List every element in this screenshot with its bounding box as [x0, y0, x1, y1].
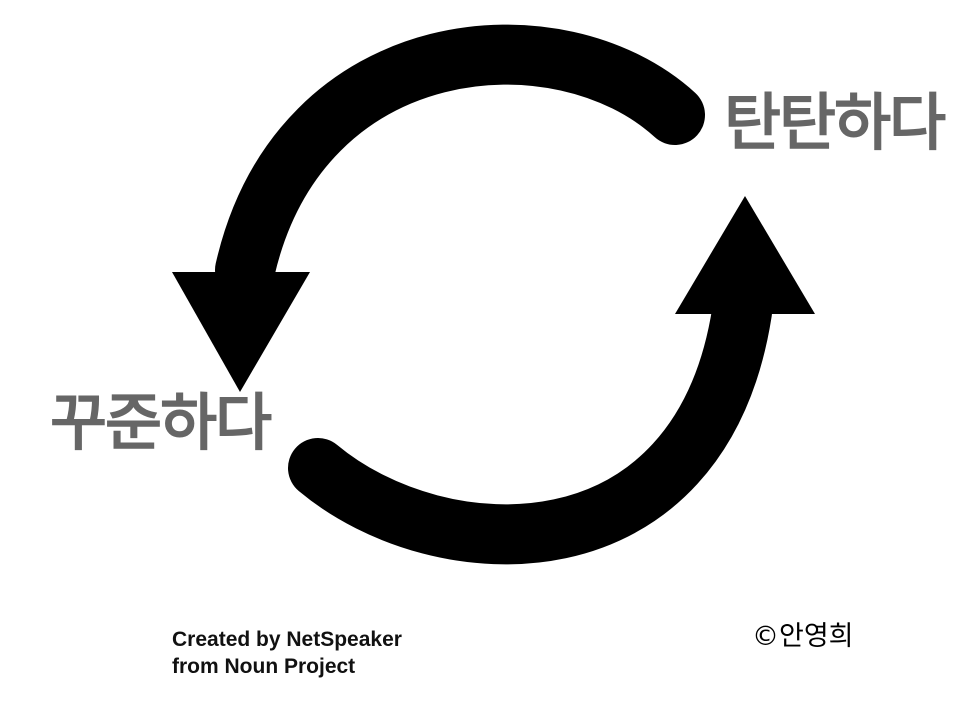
- label-steady: 꾸준하다: [50, 386, 272, 459]
- credit-line-1: Created by NetSpeaker: [172, 628, 402, 651]
- lower-arrow-head: [675, 196, 815, 314]
- copyright-notice: ©안영희: [752, 621, 854, 652]
- lower-arrow-arc: [288, 282, 772, 565]
- upper-arrow-arc: [215, 24, 705, 300]
- label-solid: 탄탄하다: [724, 86, 946, 159]
- upper-arrow-head: [172, 272, 310, 392]
- upper-curved-arrow-icon: [172, 24, 705, 392]
- lower-curved-arrow-icon: [288, 196, 815, 565]
- credit-line-2: from Noun Project: [172, 655, 356, 678]
- attribution-credit: Created by NetSpeaker from Noun Project: [172, 626, 402, 680]
